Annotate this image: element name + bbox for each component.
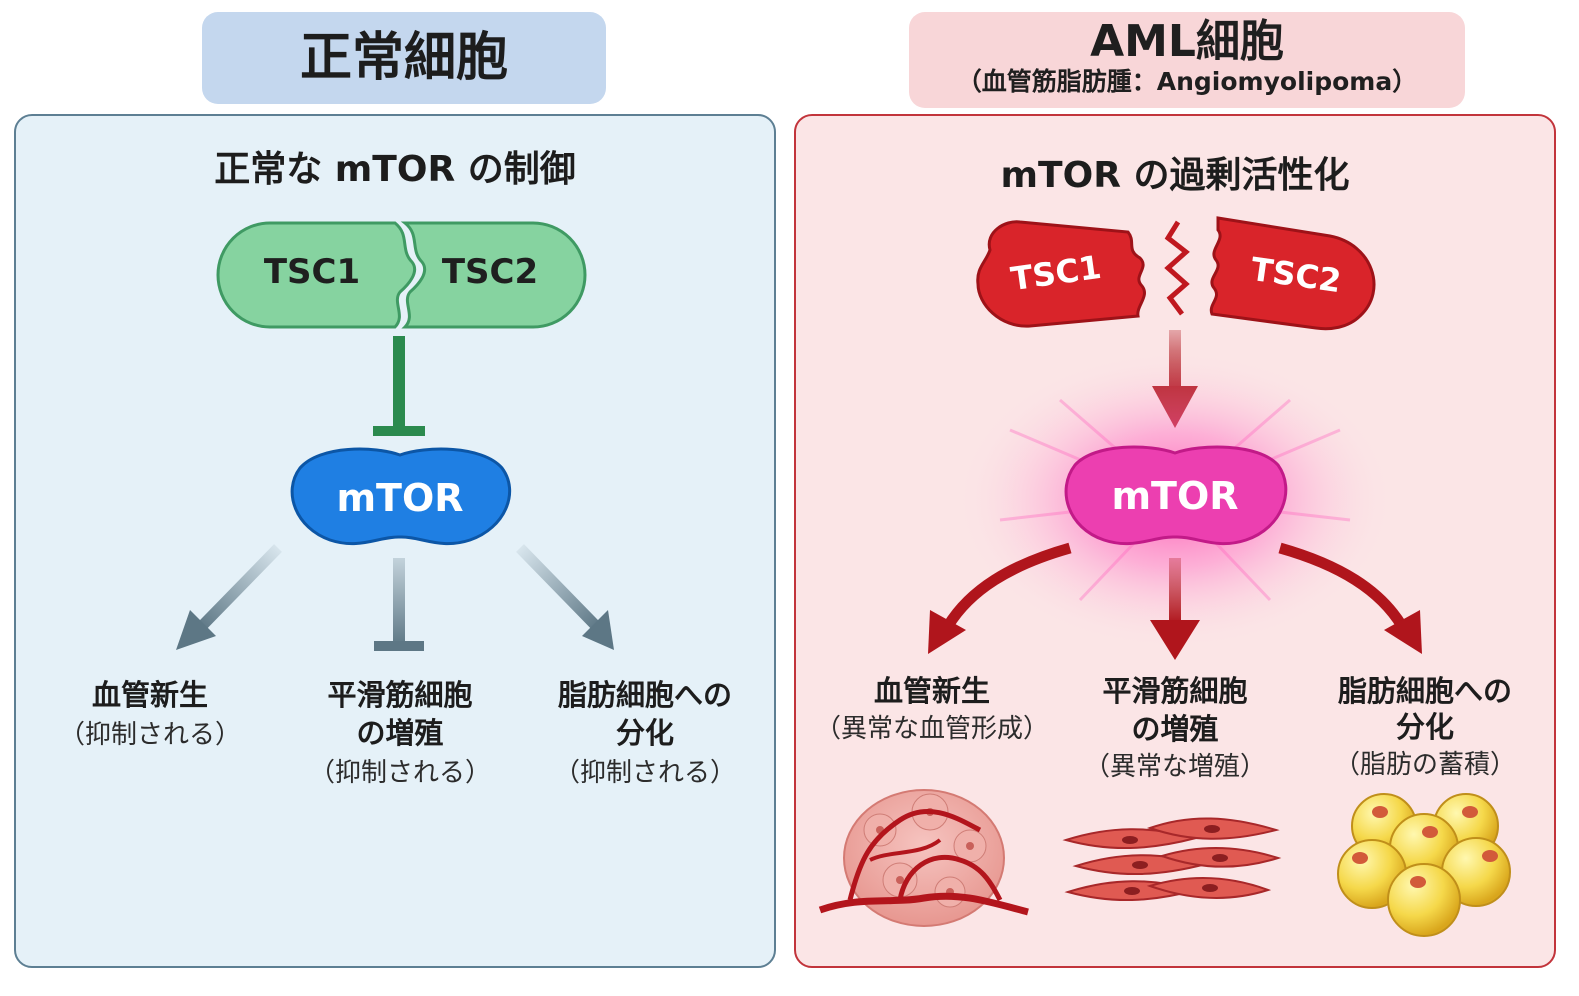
- normal-mtor-shape: [290, 447, 512, 546]
- smooth-muscle-cells-icon: [1062, 817, 1282, 901]
- aml-arrow-left: [928, 542, 1072, 654]
- aml-tsc1-shape: [976, 220, 1146, 328]
- normal-outcome-2-note: （抑制される）: [308, 758, 491, 788]
- normal-tsc-complex: [216, 221, 587, 329]
- aml-outcome-2-title-2: の増殖: [1131, 712, 1219, 746]
- normal-cell-header: 正常細胞: [202, 12, 606, 104]
- normal-tsc2-shape: [400, 221, 587, 329]
- break-zigzag: [1164, 220, 1190, 316]
- normal-mtor-label: mTOR: [336, 476, 464, 520]
- aml-arrow-right: [1278, 542, 1422, 654]
- normal-arrow-left: [176, 544, 282, 650]
- tumor-vessel-icon: [818, 789, 1029, 927]
- normal-arrow-right: [516, 544, 614, 650]
- normal-outcome-3-title-1: 脂肪細胞への: [557, 678, 732, 712]
- aml-outcome-3-note: （脂肪の蓄積）: [1333, 750, 1516, 780]
- aml-outcome-2-note: （異常な増殖）: [1083, 752, 1266, 782]
- aml-mtor-shape: [1064, 445, 1288, 546]
- normal-outcome-3-title-2: 分化: [615, 716, 674, 750]
- normal-outcome-3-note: （抑制される）: [553, 758, 736, 788]
- aml-header-title: AML細胞: [1090, 16, 1284, 67]
- fat-cells-icon: [1337, 793, 1511, 937]
- normal-tsc1-shape: [216, 221, 417, 329]
- normal-panel-title: 正常な mTOR の制御: [214, 149, 576, 190]
- normal-tsc2-label: TSC2: [441, 252, 539, 292]
- aml-tsc-broken-complex: [976, 216, 1376, 331]
- aml-outcome-2-title-1: 平滑筋細胞: [1102, 674, 1248, 708]
- normal-inhibit-middle: [374, 558, 424, 651]
- normal-outcome-1-note: （抑制される）: [58, 720, 241, 750]
- aml-outcome-1-title: 血管新生: [873, 674, 990, 708]
- normal-outcome-2-title-1: 平滑筋細胞: [327, 678, 473, 712]
- aml-cell-header: AML細胞 （血管筋脂肪腫：Angiomyolipoma）: [909, 12, 1465, 108]
- aml-outcome-3-title-2: 分化: [1395, 710, 1454, 744]
- normal-inhibition-arrow: [373, 336, 425, 436]
- normal-tsc1-label: TSC1: [263, 252, 361, 292]
- aml-mtor-label: mTOR: [1111, 474, 1239, 518]
- normal-outcome-1-title: 血管新生: [91, 678, 208, 712]
- aml-outcome-1-note: （異常な血管形成）: [814, 714, 1049, 744]
- normal-outcome-2-title-2: の増殖: [356, 716, 444, 750]
- aml-header-subtitle: （血管筋脂肪腫：Angiomyolipoma）: [956, 67, 1418, 96]
- aml-arrow-middle: [1150, 558, 1200, 660]
- aml-panel-title: mTOR の過剰活性化: [1000, 155, 1350, 196]
- aml-tsc2-shape: [1209, 216, 1376, 331]
- aml-outcome-3-title-1: 脂肪細胞への: [1337, 674, 1512, 708]
